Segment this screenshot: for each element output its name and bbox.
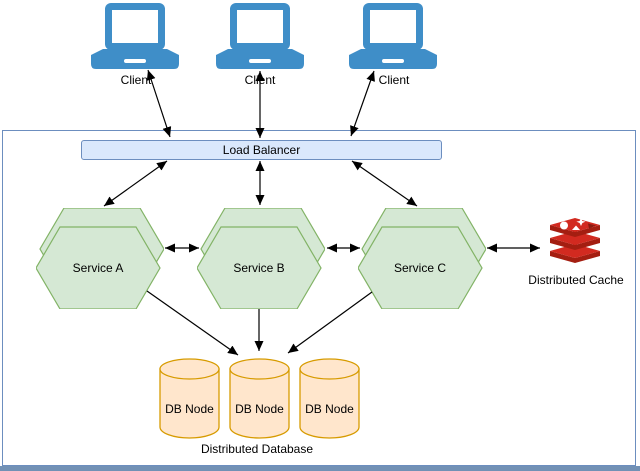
redis-stack-icon: [550, 218, 600, 263]
system-container: [2, 130, 636, 466]
service-node-c: Service C: [357, 207, 487, 310]
service-node-a: Service A: [35, 207, 165, 310]
service-label: Service A: [72, 261, 124, 275]
service-label: Service B: [233, 261, 285, 275]
client-label: Client: [378, 73, 410, 87]
database-cylinder-icon: [159, 358, 220, 439]
db-node: DB Node: [159, 358, 220, 439]
bottom-edge-bar: [0, 466, 640, 471]
db-node-label: DB Node: [305, 402, 354, 416]
database-cylinder-icon: [229, 358, 290, 439]
load-balancer-node: Load Balancer: [81, 140, 442, 160]
service-label: Service C: [393, 261, 446, 275]
laptop-icon: [91, 3, 179, 69]
database-group-label: Distributed Database: [200, 442, 314, 456]
db-node: DB Node: [229, 358, 290, 439]
hexagon-stack-shape: [196, 207, 326, 310]
database-cylinder-icon: [299, 358, 360, 439]
db-node-label: DB Node: [235, 402, 284, 416]
laptop-icon: [349, 3, 437, 69]
db-node: DB Node: [299, 358, 360, 439]
load-balancer-label: Load Balancer: [222, 143, 301, 157]
cache-label: Distributed Cache: [528, 273, 624, 287]
client-label: Client: [120, 73, 152, 87]
db-node-label: DB Node: [165, 402, 214, 416]
client-label: Client: [244, 73, 276, 87]
service-node-b: Service B: [196, 207, 326, 310]
laptop-icon: [216, 3, 304, 69]
